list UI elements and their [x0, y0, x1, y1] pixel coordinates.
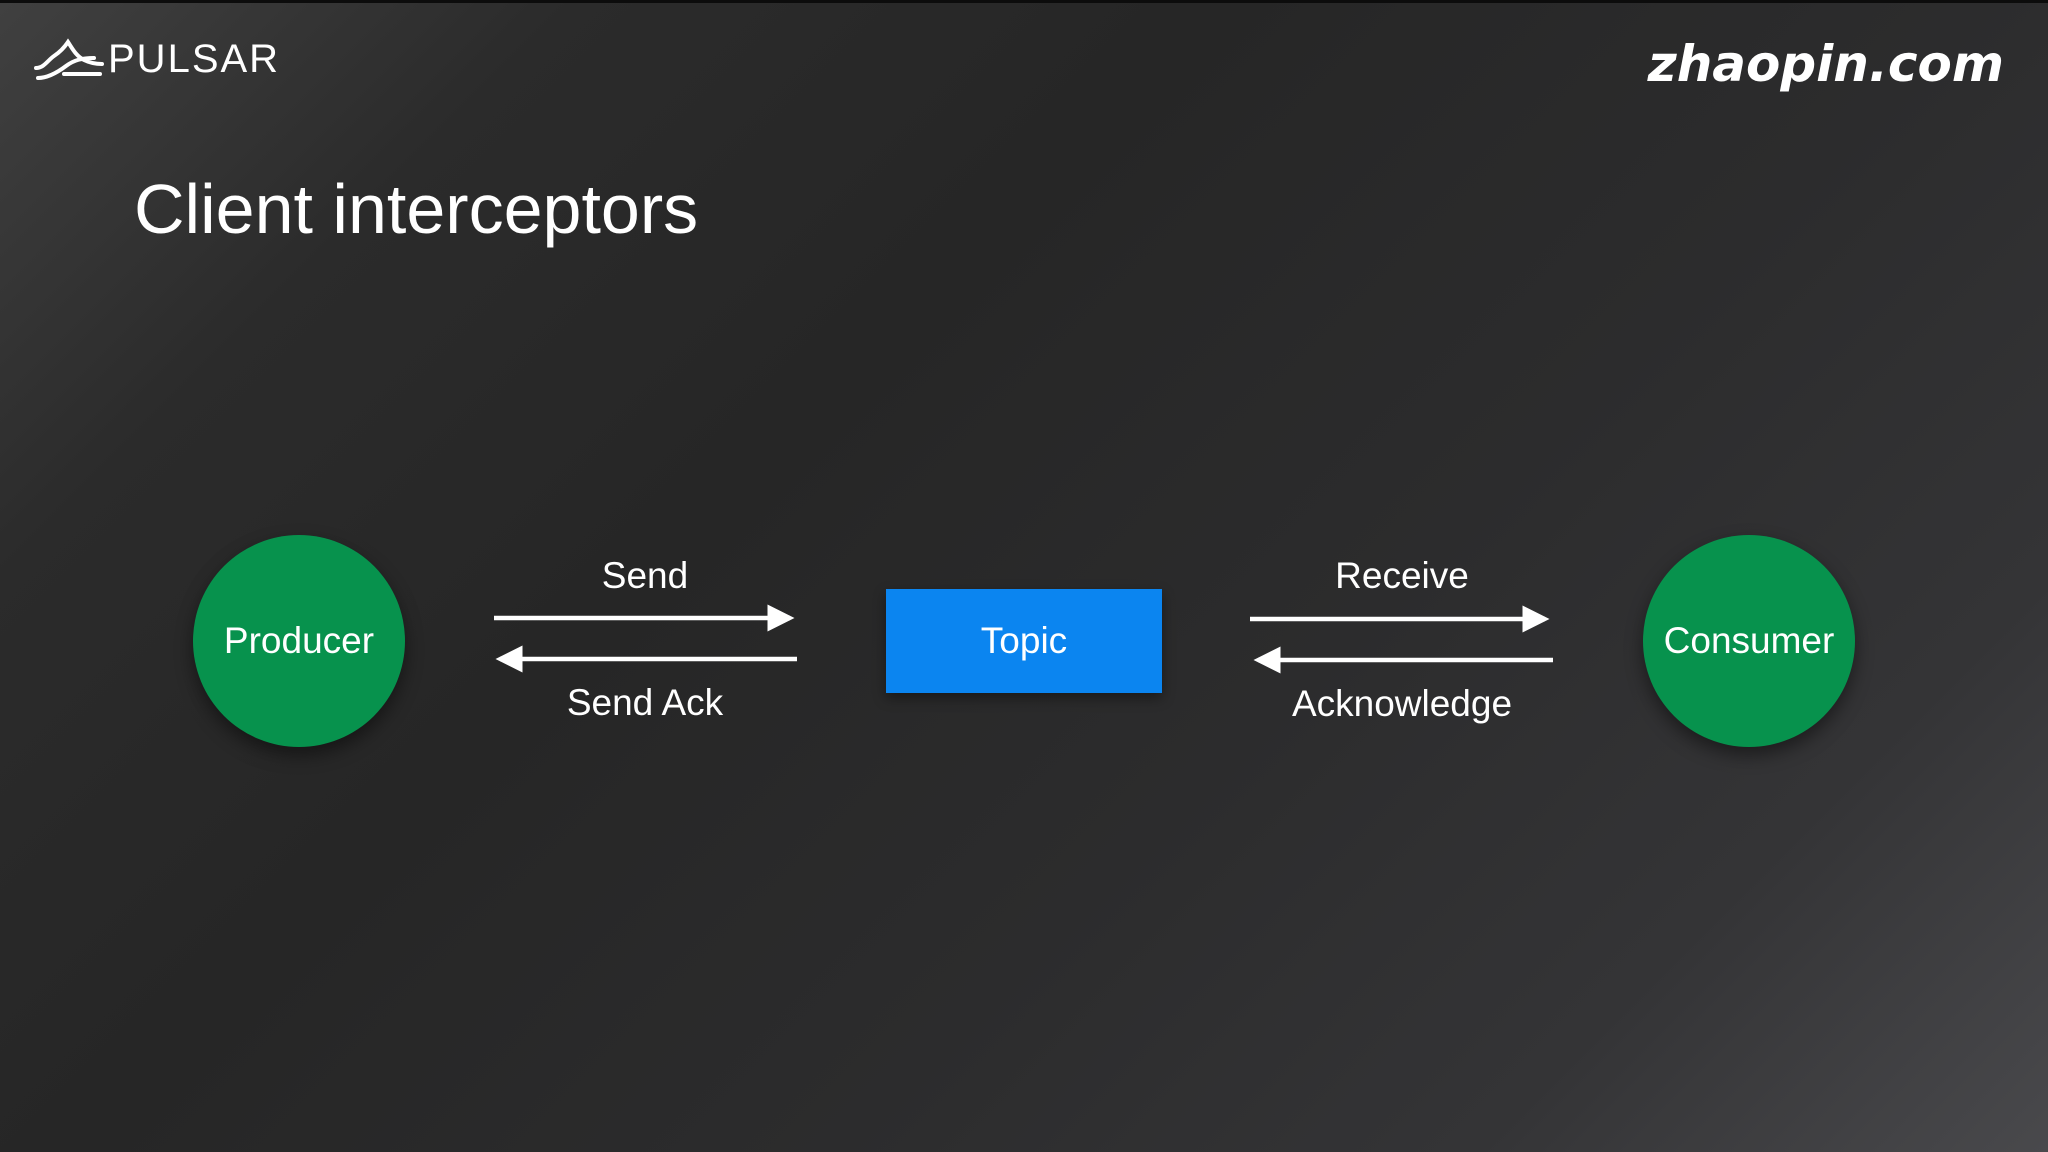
partner-logo: zhaopin.com	[1647, 35, 2004, 93]
producer-label: Producer	[223, 620, 375, 661]
consumer-label: Consumer	[1663, 620, 1835, 661]
producer-node: Producer	[193, 535, 405, 747]
top-border	[0, 0, 2048, 3]
send-label: Send	[601, 555, 689, 596]
pulsar-wave-icon	[34, 38, 104, 80]
topic-label: Topic	[980, 620, 1068, 661]
pulsar-wordmark: PULSAR	[108, 37, 281, 81]
acknowledge-label: Acknowledge	[1291, 683, 1513, 724]
receive-label: Receive	[1335, 555, 1469, 596]
pulsar-logo: PULSAR	[34, 30, 280, 88]
slide-title: Client interceptors	[134, 170, 699, 248]
send-ack-label: Send Ack	[566, 682, 724, 723]
consumer-node: Consumer	[1643, 535, 1855, 747]
topic-node: Topic	[886, 589, 1162, 693]
